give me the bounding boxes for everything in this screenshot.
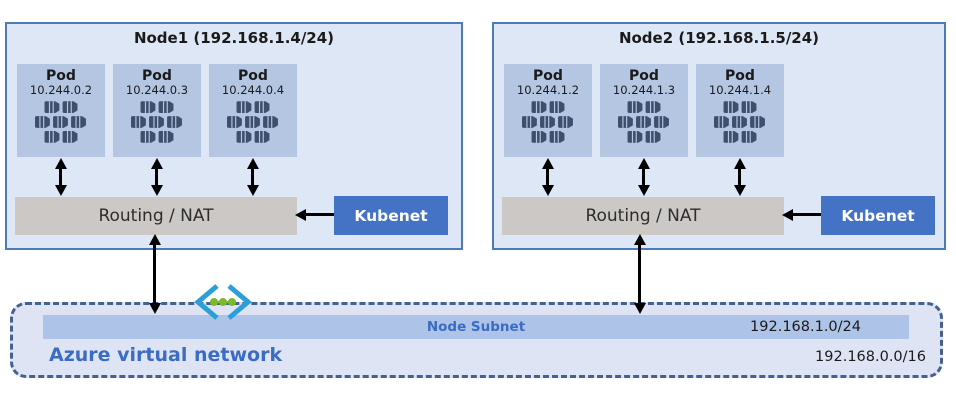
virtual-network-icon — [190, 280, 256, 324]
azure-vnet-label: Azure virtual network — [49, 344, 283, 366]
node2-title: Node2 (192.168.1.5/24) — [618, 29, 820, 47]
pod-label: Pod — [238, 68, 268, 84]
pod-box: Pod 10.244.0.4 — [209, 64, 297, 157]
pod-routing-arrow — [738, 168, 741, 186]
pod-routing-arrow — [155, 168, 158, 186]
containers-icon — [131, 101, 182, 143]
pod-box: Pod 10.244.1.2 — [504, 64, 592, 157]
pod-routing-arrow — [546, 168, 549, 186]
pod-ip: 10.244.0.3 — [125, 83, 189, 97]
pod-ip: 10.244.0.2 — [29, 83, 93, 97]
pod-box: Pod 10.244.0.2 — [17, 64, 105, 157]
pod-ip: 10.244.0.4 — [221, 83, 285, 97]
kubenet-box: Kubenet — [821, 196, 935, 235]
pod-ip: 10.244.1.4 — [708, 83, 772, 97]
pod-box: Pod 10.244.0.3 — [113, 64, 201, 157]
pod-ip: 10.244.1.2 — [516, 83, 580, 97]
routing-nat-box: Routing / NAT — [502, 197, 784, 235]
pod-label: Pod — [725, 68, 755, 84]
pod-label: Pod — [142, 68, 172, 84]
pod-box: Pod 10.244.1.4 — [696, 64, 784, 157]
node1-subnet-arrow — [153, 244, 156, 304]
containers-icon — [227, 101, 278, 143]
containers-icon — [714, 101, 765, 143]
pod-box: Pod 10.244.1.3 — [600, 64, 688, 157]
containers-icon — [35, 101, 86, 143]
pod-label: Pod — [629, 68, 659, 84]
kubenet-box: Kubenet — [334, 196, 448, 235]
kubenet-routing-arrow — [305, 213, 334, 216]
pod-routing-arrow — [251, 168, 254, 186]
pod-label: Pod — [533, 68, 563, 84]
routing-nat-box: Routing / NAT — [15, 197, 297, 235]
node2-subnet-arrow — [638, 244, 641, 304]
pod-routing-arrow — [642, 168, 645, 186]
pod-ip: 10.244.1.3 — [612, 83, 676, 97]
kubenet-routing-arrow — [792, 213, 821, 216]
node1-title: Node1 (192.168.1.4/24) — [133, 29, 335, 47]
node2-box: Node2 (192.168.1.5/24) Pod 10.244.1.2 Po… — [492, 22, 946, 250]
node1-box: Node1 (192.168.1.4/24) Pod 10.244.0.2 Po… — [5, 22, 463, 250]
node-subnet-cidr: 192.168.1.0/24 — [750, 319, 861, 335]
azure-vnet-cidr: 192.168.0.0/16 — [815, 349, 926, 365]
node-subnet-bar: Node Subnet 192.168.1.0/24 — [43, 315, 909, 339]
pod-routing-arrow — [59, 168, 62, 186]
pod-label: Pod — [46, 68, 76, 84]
node-subnet-label: Node Subnet — [426, 319, 526, 335]
azure-vnet-box: Node Subnet 192.168.1.0/24 Azure virtual… — [10, 302, 943, 378]
containers-icon — [522, 101, 573, 143]
containers-icon — [618, 101, 669, 143]
